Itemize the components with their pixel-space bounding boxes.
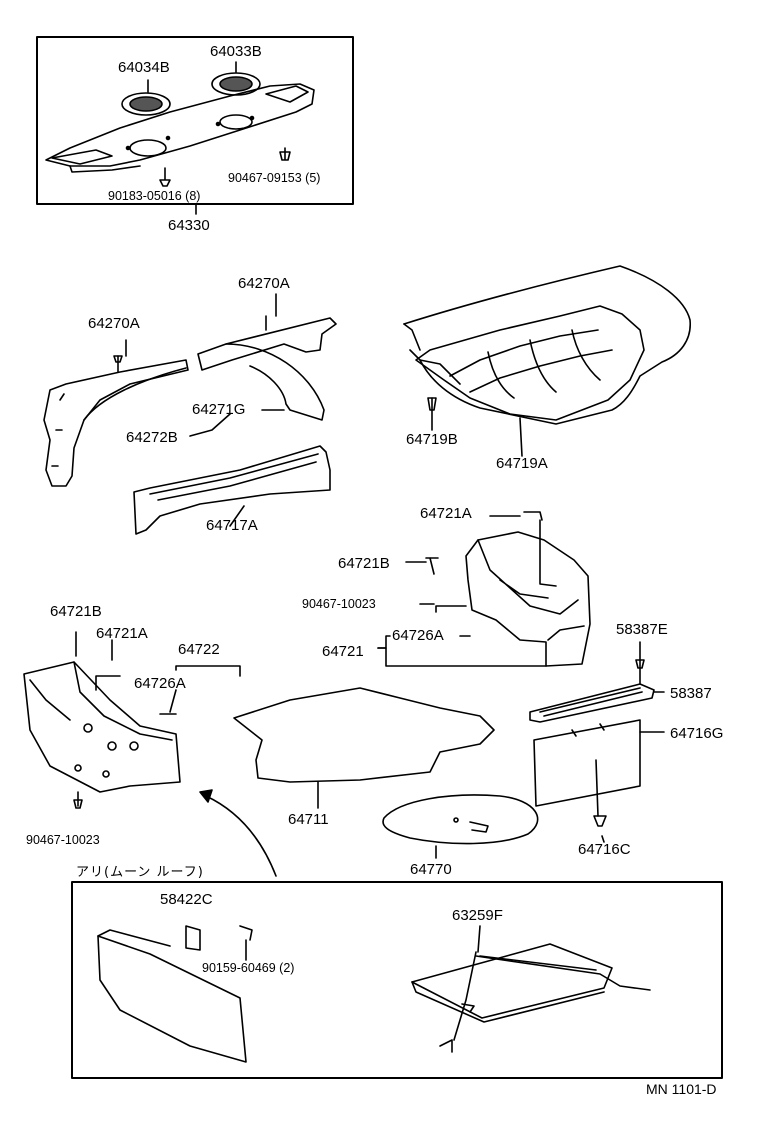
option-arrow xyxy=(205,795,277,877)
label-64721b-right: 64721B xyxy=(338,555,390,572)
tray-speaker-hole-left xyxy=(129,139,167,157)
label-90183-05016: 90183-05016 (8) xyxy=(108,189,201,203)
label-90467-09153: 90467-09153 (5) xyxy=(228,171,321,185)
label-64721a-left: 64721A xyxy=(96,625,148,642)
label-90467-10023-right: 90467-10023 xyxy=(302,597,376,611)
side-trim-64272b xyxy=(43,355,189,487)
speaker-grille-64034b xyxy=(121,92,171,116)
label-64033b: 64033B xyxy=(210,43,262,60)
label-64330: 64330 xyxy=(168,217,210,234)
label-64719a: 64719A xyxy=(496,455,548,472)
trunk-side-trim-right xyxy=(377,511,591,667)
label-64717a: 64717A xyxy=(206,517,258,534)
spare-cover-64770 xyxy=(382,794,539,845)
label-64726a-left: 64726A xyxy=(134,675,186,692)
label-63259f: 63259F xyxy=(452,907,503,924)
label-64270a-top: 64270A xyxy=(238,275,290,292)
label-64770: 64770 xyxy=(410,861,452,878)
label-64719b: 64719B xyxy=(406,431,458,448)
sill-trim-64717a xyxy=(133,445,331,535)
label-64721a-right: 64721A xyxy=(420,505,472,522)
label-64726a-right: 64726A xyxy=(392,627,444,644)
trunk-side-trim-left xyxy=(23,631,241,809)
label-64270a-left: 64270A xyxy=(88,315,140,332)
package-tray-group xyxy=(36,36,354,215)
trunk-lid-group xyxy=(403,265,691,457)
footer-code: MN 1101-D xyxy=(646,1081,717,1097)
package-tray-frame xyxy=(36,36,354,205)
label-90159-60469: 90159-60469 (2) xyxy=(202,961,295,975)
label-64716c: 64716C xyxy=(578,841,631,858)
label-90467-10023-left: 90467-10023 xyxy=(26,833,100,847)
rear-trim-group xyxy=(529,659,665,827)
tray-speaker-hole-right xyxy=(219,114,253,130)
label-64272b: 64272B xyxy=(126,429,178,446)
label-58422c: 58422C xyxy=(160,891,213,908)
moonroof-option-box xyxy=(71,881,723,1079)
package-tray-panel xyxy=(45,83,315,167)
label-58387: 58387 xyxy=(670,685,712,702)
trunk-mat-64711 xyxy=(233,687,495,783)
label-64722: 64722 xyxy=(178,641,220,658)
option-box-title: アリ(ムーン ルーフ) xyxy=(76,865,204,880)
label-64721b-left: 64721B xyxy=(50,603,102,620)
trunk-lid-outline xyxy=(403,265,691,425)
speaker-grille-64033b xyxy=(211,72,261,96)
label-64716g: 64716G xyxy=(670,725,724,742)
label-58387e: 58387E xyxy=(616,621,668,638)
label-64711: 64711 xyxy=(288,811,329,828)
side-trim-64271g xyxy=(197,315,337,421)
label-64034b: 64034B xyxy=(118,59,170,76)
trunk-lid-inner-panel xyxy=(415,305,645,421)
label-64271g: 64271G xyxy=(192,401,246,418)
label-64721: 64721 xyxy=(322,643,364,660)
